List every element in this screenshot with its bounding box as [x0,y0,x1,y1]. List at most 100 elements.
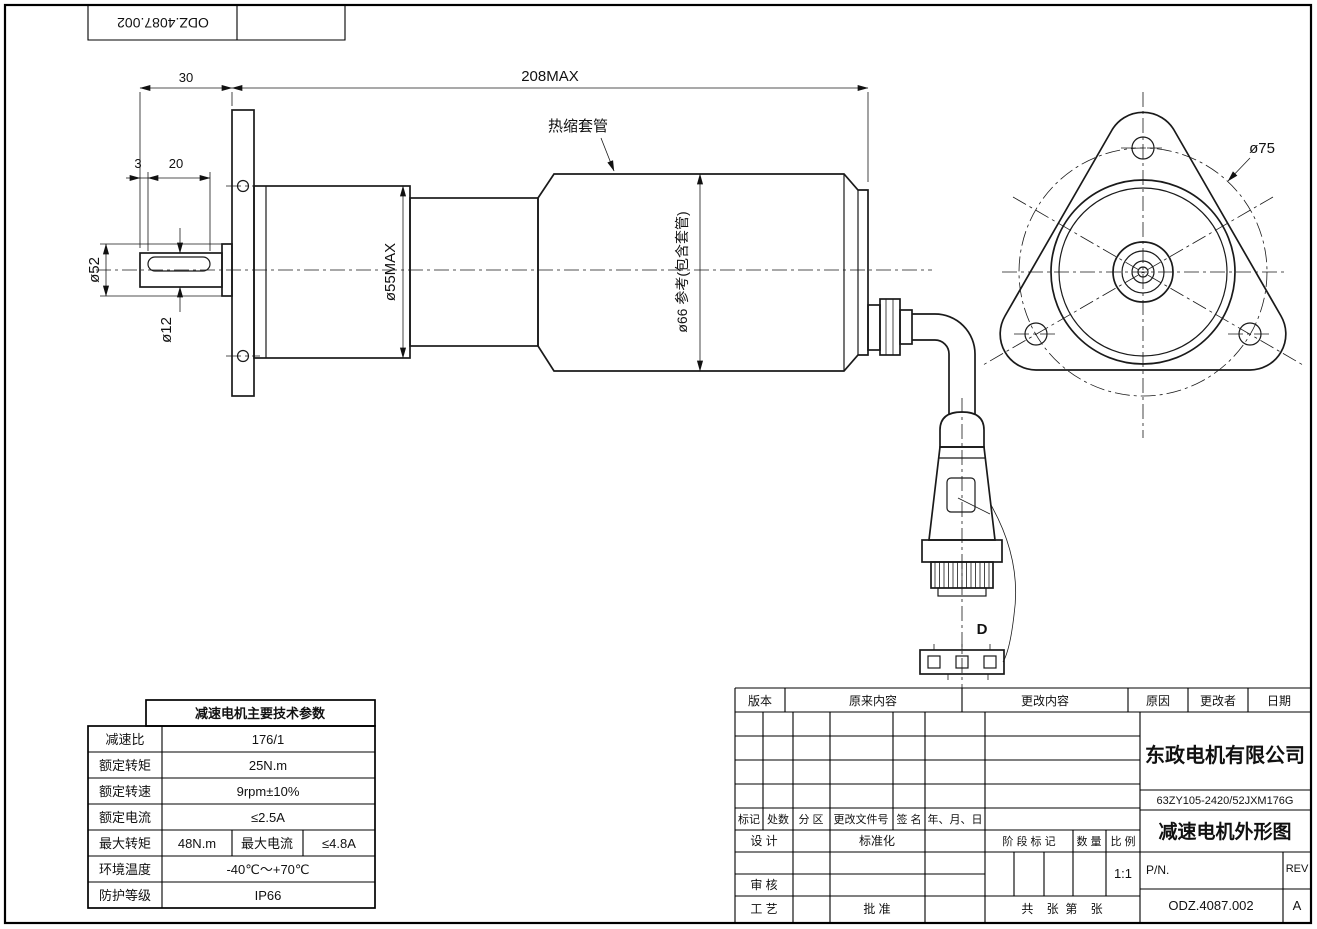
tb-sign-date: 年、月、日 [928,812,983,826]
dim-shaft-dia-label: ø12 [158,317,175,343]
params-title: 减速电机主要技术参数 [195,706,326,721]
gland-nut-facets [885,299,894,355]
tb-stage-scale: 比 例 [1110,834,1135,848]
params-row-label: 额定转速 [99,784,151,799]
params-row-value: 176/1 [252,732,285,747]
connector-window [946,477,976,513]
flange-rim-circle [1050,179,1236,365]
shaft-circle [1131,260,1155,284]
connector-detail: D [919,398,1017,692]
sheet-border [3,3,1313,925]
connector-window-mark [957,497,991,515]
terminal-2 [955,655,969,669]
tb-role-design: 设 计 [750,834,777,848]
side-view [96,109,976,414]
cable-gland [867,298,913,356]
extension-lines-boss [100,243,222,297]
mounting-hole-ticks [1014,147,1272,335]
tb-sign: 签 名 [896,812,921,826]
params-row-value: 25N.m [249,758,287,773]
motor-body [537,173,869,372]
tb-drawing-title: 减速电机外形图 [1158,820,1291,843]
thread-knurl [934,562,990,588]
center-hole-circle [1137,266,1149,278]
adapter-section [409,197,539,347]
flange-plate-outline [999,111,1287,371]
heat-shrink-label: 热缩套管 [548,118,608,135]
params-table-body [87,725,376,909]
dim-shaft-length-label: 30 [179,70,193,85]
tb-sheets: 共 张 第 张 [1021,902,1102,916]
corner-doc-box-lines [87,5,346,41]
tb-header-original: 原来内容 [849,693,897,708]
tb-count: 处数 [767,813,789,826]
tb-mark: 标记 [738,812,760,826]
params-row-value2: ≤4.8A [322,836,356,851]
title-block-grid [734,687,1311,923]
tb-rev-value: A [1293,898,1302,913]
params-table-grid [88,726,375,908]
dim-overall-length-label: 208MAX [521,68,579,85]
tb-header-version: 版本 [748,694,772,708]
tb-header-changer: 更改者 [1200,694,1236,708]
gland-cap [899,309,913,345]
terminal-3 [983,655,997,669]
tb-company: 东政电机有限公司 [1145,743,1305,767]
pilot-circle [1058,187,1228,357]
params-row-label: 减速比 [105,732,144,747]
pilot-wire [990,504,1017,663]
extension-lines-top [139,92,869,248]
connector-lip [937,587,987,597]
params-row-value: ≤2.5A [251,810,285,825]
dimensions: 30 208MAX 3 20 ø52 ø12 ø55MAX ø66 参考(包含套… [86,68,869,372]
tb-header-reason: 原因 [1146,694,1170,708]
tb-model: 63ZY105-2420/52JXM176G [1157,795,1294,807]
gland-nut [879,298,901,356]
tb-role-approve: 批 准 [863,901,890,916]
dim-gearbox-dia-label: ø55MAX [382,243,399,301]
params-row-value: -40℃～+70℃ [226,862,309,877]
extension-lines-keyway [147,172,211,251]
tb-doc-number: ODZ.4087.002 [1168,898,1253,913]
corner-doc-number: ODZ.4087.002 [117,15,209,31]
connector-cap [939,411,985,448]
params-row-label: 最大转矩 [99,836,151,851]
dim-keyway-offset-label: 3 [134,156,141,171]
screw-hole-centerlines [226,185,260,357]
tb-role-process: 工 艺 [750,902,777,916]
mounting-flange [231,109,255,397]
params-row-label: 额定电流 [99,810,151,825]
connector-detail-label: D [977,621,988,638]
tb-header-date: 日期 [1267,694,1291,708]
terminal-ticks [933,644,991,680]
gland-base [867,304,881,351]
tb-stage-mark: 阶 段 标 记 [1002,834,1055,848]
front-view: ø75 [982,92,1304,438]
terminal-strip [919,644,1005,680]
params-row-value: 48N.m [178,836,216,851]
dim-flange-boss-label: ø52 [86,257,103,283]
params-row-label: 额定转矩 [99,758,151,773]
params-row-value: 9rpm±10% [237,784,300,799]
title-block: 版本 原来内容 更改内容 原因 更改者 日期 标记 处数 分 区 更改文件号 签… [734,687,1311,923]
front-view-centerlines [982,92,1304,438]
cable-outer-edge [912,313,976,414]
tb-header-changed: 更改内容 [1021,693,1069,708]
tb-pn-label: P/N. [1146,863,1169,877]
dim-bolt-circle-label: ø75 [1249,140,1275,157]
dim-bolt-circle-leader [1227,157,1251,182]
params-row-label: 环境温度 [99,862,151,877]
bearing-circle [1121,250,1165,294]
tb-file-no: 更改文件号 [834,812,889,826]
tb-stage-qty: 数 量 [1076,835,1101,848]
params-table: 减速电机主要技术参数 减速比 176/1 额定转矩 25N.m 额定转速 9rp… [87,699,376,909]
params-row-label: 防护等级 [99,888,151,903]
motor-end-lines [843,174,859,371]
heat-shrink-leader [600,137,615,172]
params-row-label2: 最大电流 [241,836,293,851]
tb-rev-label: REV [1286,863,1309,875]
corner-doc-box: ODZ.4087.002 [87,5,346,41]
boss-circle [1112,241,1174,303]
shaft-keyway [147,256,211,272]
